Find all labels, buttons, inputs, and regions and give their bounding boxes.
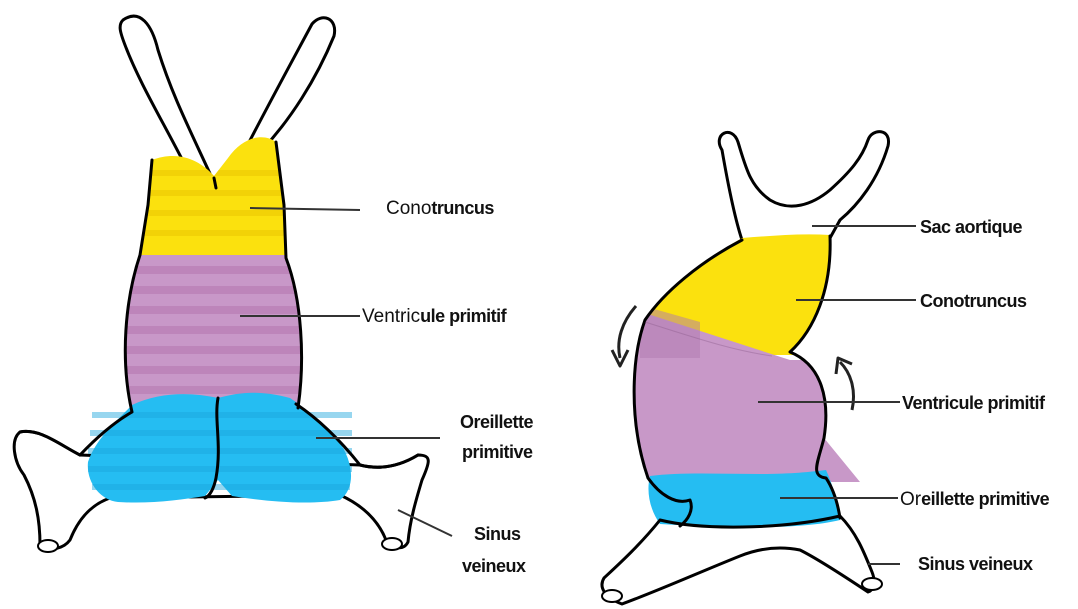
left-atrium-label-line2: primitive (462, 442, 533, 462)
left-aortic-arch-left (120, 16, 212, 178)
left-conotruncus-label: Conotruncus (386, 198, 494, 219)
right-sinus-venosus (602, 516, 874, 604)
left-atrium-label-line1: Oreillette (460, 412, 534, 432)
right-ventricle-label: Ventricule primitif (902, 393, 1046, 413)
right-aortic-sac (719, 132, 888, 240)
left-sinus-end-right (382, 538, 402, 550)
right-atrium-label: Oreillette primitive (900, 489, 1050, 510)
left-sinus-label-line1: Sinus (474, 524, 521, 544)
right-sinus-label: Sinus veineux (918, 554, 1033, 574)
right-sinus-end-right (862, 578, 882, 590)
left-sinus-leader (398, 510, 452, 536)
right-heart-tube: Sac aortique Conotruncus Ventricule prim… (602, 132, 1050, 604)
right-aortic-sac-label: Sac aortique (920, 217, 1023, 237)
left-ventricle-label: Ventricule primitif (362, 306, 508, 327)
left-sinus-label-line2: veineux (462, 556, 526, 576)
left-sinus-end-left (38, 540, 58, 552)
left-heart-tube: Conotruncus Ventricule primitif Oreillet… (14, 16, 533, 576)
right-conotruncus-label: Conotruncus (920, 291, 1027, 311)
right-sinus-end-left (602, 590, 622, 602)
